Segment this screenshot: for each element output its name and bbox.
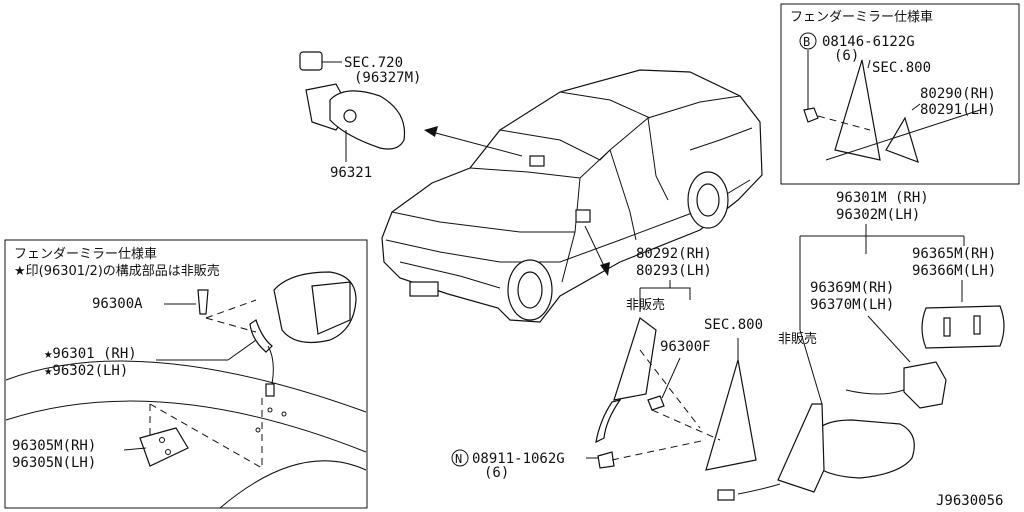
inset-left-title: フェンダーミラー仕様車 <box>14 247 157 262</box>
label-96327m: (96327M) <box>354 70 421 86</box>
car-illustration <box>381 69 763 323</box>
inset-right-parts <box>803 50 981 163</box>
label-96366m: 96366M(LH) <box>912 263 996 279</box>
b-marker: B <box>803 35 810 49</box>
inset-left-parts <box>5 271 367 509</box>
label-qty-08146: (6) <box>834 48 859 64</box>
figure-id: J9630056 <box>936 493 1003 509</box>
label-96300f: 96300F <box>660 339 711 355</box>
label-96365m: 96365M(RH) <box>912 246 996 262</box>
label-96370m: 96370M(LH) <box>810 297 894 313</box>
b-marker-circle <box>799 32 817 50</box>
label-08146-6122g: 08146-6122G <box>822 34 915 50</box>
label-96302m: 96302M(LH) <box>836 207 920 223</box>
n-marker-circle <box>451 449 469 467</box>
inset-fender-mirror-left <box>4 239 368 509</box>
arrow-to-inner-mirror <box>424 126 523 157</box>
inset-fender-mirror-right <box>780 3 1020 185</box>
label-not-for-sale-1: 非販売 <box>626 297 665 313</box>
label-08911-1062g: 08911-1062G <box>472 451 565 467</box>
inset-left-note: ★印(96301/2)の構成部品は非販売 <box>14 263 220 279</box>
label-96369m: 96369M(RH) <box>810 280 894 296</box>
inner-mirror-assembly <box>299 51 406 162</box>
label-sec800-main: SEC.800 <box>704 317 763 333</box>
inset-right-title: フェンダーミラー仕様車 <box>790 10 933 25</box>
label-not-for-sale-2: 非販売 <box>778 331 817 347</box>
label-96301m: 96301M (RH) <box>836 190 929 206</box>
arrow-to-door-mirror <box>584 225 610 276</box>
label-96301: ★96301 (RH) <box>44 346 137 362</box>
label-80293: 80293(LH) <box>636 263 712 279</box>
label-sec800-inset: SEC.800 <box>872 60 931 76</box>
door-mirror-parts <box>717 305 1005 501</box>
label-96300a: 96300A <box>92 296 143 312</box>
label-sec720: SEC.720 <box>344 55 403 71</box>
label-80291: 80291(LH) <box>920 102 996 118</box>
label-80290: 80290(RH) <box>920 86 996 102</box>
label-96302: ★96302(LH) <box>44 363 128 379</box>
n-marker: N <box>455 452 462 466</box>
label-80292: 80292(RH) <box>636 246 712 262</box>
label-96305m: 96305M(RH) <box>12 438 96 454</box>
mirror-base-parts <box>595 317 757 471</box>
label-qty-08911: (6) <box>484 465 509 481</box>
label-96305n: 96305N(LH) <box>12 455 96 471</box>
label-96321: 96321 <box>330 165 372 181</box>
